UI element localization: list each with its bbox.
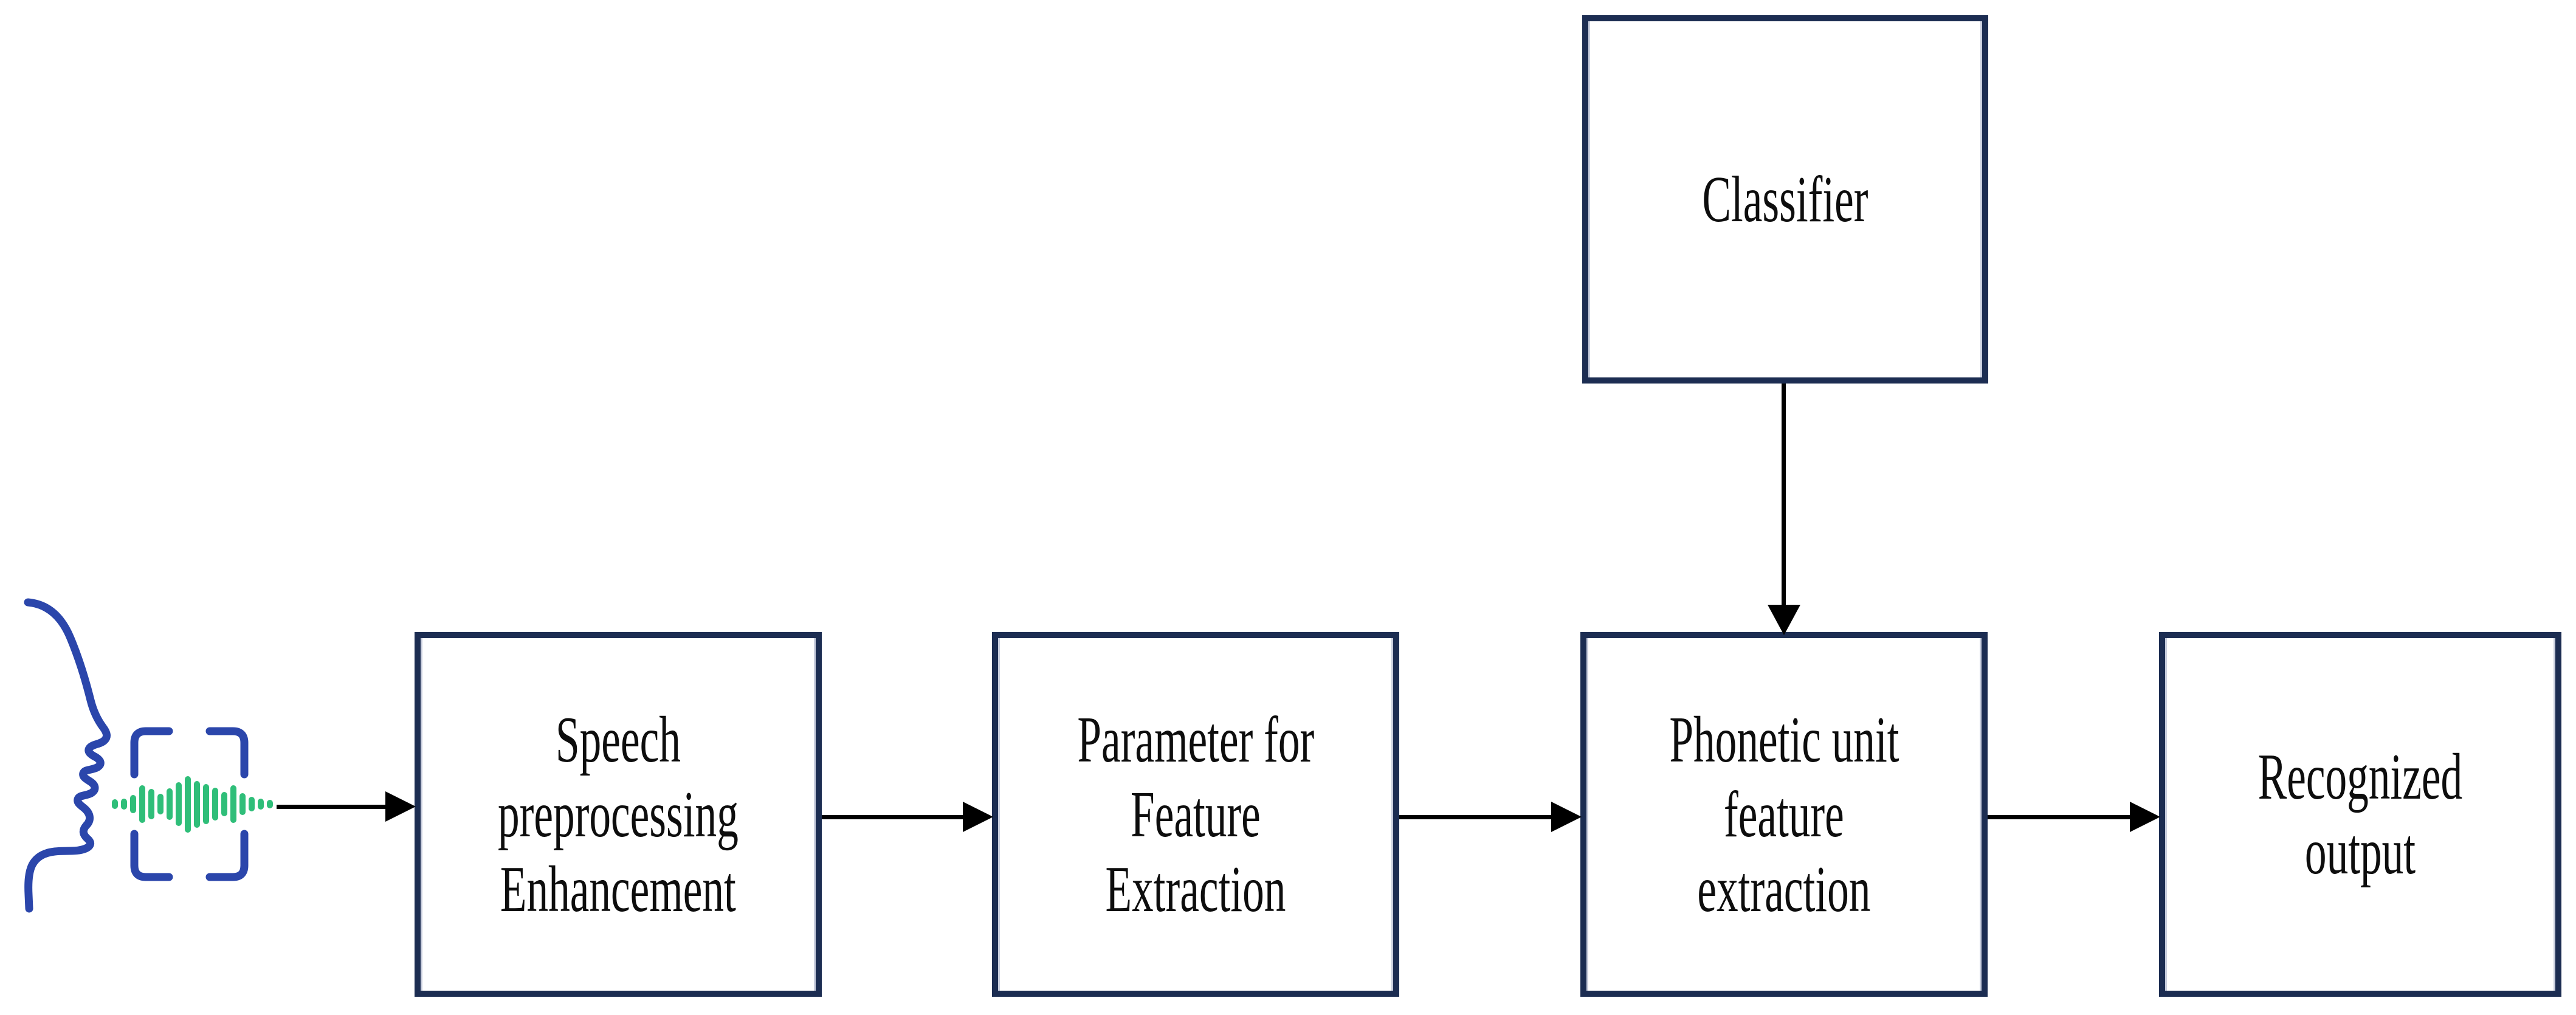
arrow-head-right-icon (2130, 802, 2160, 832)
arrow-head-right-icon (963, 802, 993, 832)
phonetic-box-line: extraction (1697, 853, 1871, 926)
parameter-box-line: Feature (1131, 778, 1261, 851)
recognized-output-box: Recognized output (2159, 632, 2561, 997)
arrow-shaft (822, 815, 964, 819)
speech-box-line: Speech (556, 703, 681, 776)
arrow-head-down-icon (1768, 605, 1800, 635)
arrow-head-right-icon (385, 791, 416, 822)
arrow-shaft (1782, 384, 1786, 606)
phonetic-box-line: Phonetic unit (1669, 703, 1899, 776)
audio-waveform-icon (112, 776, 273, 833)
recognized-box-line: output (2304, 816, 2416, 888)
speech-box-line: Enhancement (500, 853, 736, 926)
face-profile-outline (24, 598, 111, 913)
speaking-face-waveform-icon (24, 598, 273, 913)
arrow-shaft (1988, 815, 2131, 819)
speech-box-line: preprocessing (498, 778, 739, 851)
phonetic-unit-feature-extraction-box: Phonetic unit feature extraction (1580, 632, 1988, 997)
arrow-classifier-to-phonetic (1768, 384, 1800, 635)
arrow-shaft (1399, 815, 1552, 819)
parameter-box-line: Extraction (1105, 853, 1286, 926)
arrow-head-right-icon (1551, 802, 1582, 832)
classifier-box: Classifier (1582, 15, 1988, 384)
scan-brackets-icon (130, 727, 249, 881)
classifier-box-label: Classifier (1702, 163, 1868, 236)
parameter-box-line: Parameter for (1077, 703, 1314, 776)
phonetic-box-line: feature (1724, 778, 1844, 851)
recognized-box-line: Recognized (2257, 741, 2463, 813)
arrow-shaft (277, 805, 387, 809)
speech-preprocessing-box: Speech preprocessing Enhancement (415, 632, 822, 997)
parameter-feature-extraction-box: Parameter for Feature Extraction (992, 632, 1399, 997)
